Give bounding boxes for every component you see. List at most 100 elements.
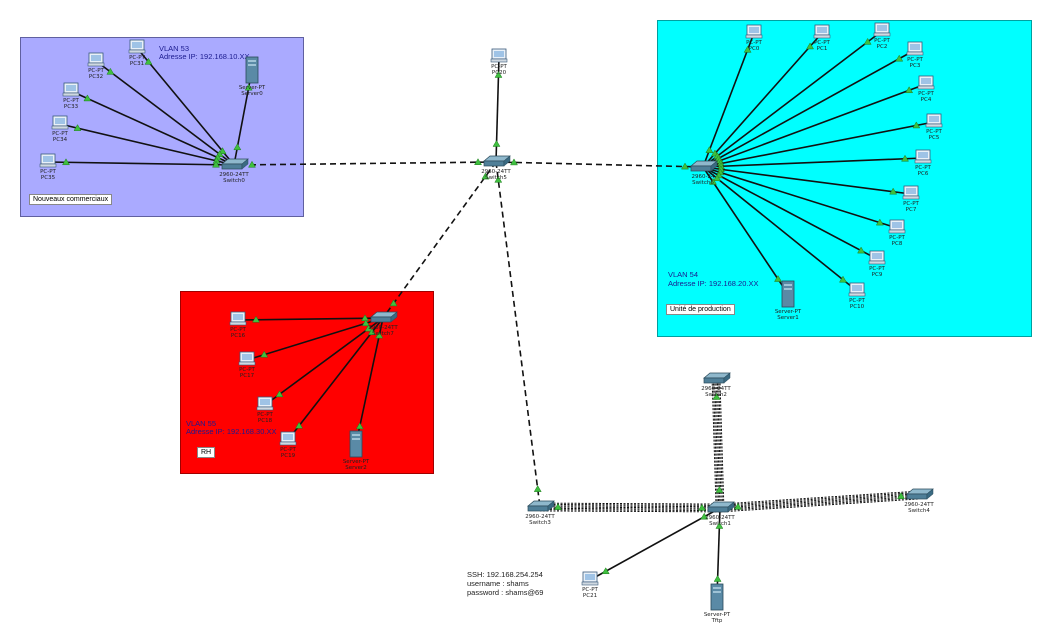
link-status-light (368, 328, 376, 335)
link-switch7-pc16[interactable] (237, 314, 384, 323)
link-switch1-switch4[interactable] (719, 490, 920, 513)
link-switch6-pc7[interactable] (702, 165, 912, 195)
device-model-label: PC-PT (889, 235, 905, 241)
zone-production[interactable]: VLAN 54 Adresse IP: 192.168.20.XX Unité … (657, 20, 1032, 337)
device-name-label: PC18 (258, 418, 273, 424)
link-status-light (494, 70, 503, 78)
link-switch1-pc21[interactable] (589, 507, 721, 581)
link-switch0-pc33[interactable] (70, 90, 235, 166)
link-switch0-pc35[interactable] (47, 158, 235, 168)
link-status-light (260, 350, 269, 358)
link-switch6-pc0[interactable] (702, 32, 755, 168)
device-model-label: Server-PT (239, 85, 266, 91)
link-switch6-pc3[interactable] (702, 49, 916, 168)
link-switch1-switch2[interactable] (711, 378, 725, 509)
switch-icon (690, 160, 718, 172)
pc-icon (51, 115, 69, 130)
link-switch1-switch3[interactable] (539, 502, 721, 513)
device-name-label: PC3 (910, 63, 921, 69)
ssh-address: SSH: 192.168.254.254 (467, 570, 543, 579)
link-switch5-switch6[interactable] (495, 158, 704, 170)
device-name-label: Server0 (241, 91, 263, 97)
device-model-label: PC-PT (915, 165, 931, 171)
link-switch0-server0[interactable] (233, 69, 253, 166)
link-switch6-pc10[interactable] (702, 166, 858, 292)
device-model-label: PC-PT (582, 587, 598, 593)
link-switch0-pc31[interactable] (136, 47, 235, 166)
device-model-label: PC-PT (814, 40, 830, 46)
device-model-label: Server-PT (704, 612, 731, 618)
pc-icon (914, 149, 932, 164)
switch-icon (707, 501, 735, 513)
link-status-light (863, 37, 872, 45)
zone-commercial-vlan: VLAN 53 (159, 44, 190, 53)
switch-icon (906, 488, 934, 500)
device-name-label: PC7 (906, 207, 917, 213)
link-switch1-tftp[interactable] (713, 507, 724, 598)
device-model-label: PC-PT (903, 201, 919, 207)
link-switch6-pc2[interactable] (702, 30, 883, 168)
link-switch5-pc20[interactable] (492, 56, 503, 163)
link-switch6-pc4[interactable] (702, 83, 927, 168)
pc-icon (888, 219, 906, 234)
link-switch6-server1[interactable] (702, 166, 789, 295)
link-switch7-pc17[interactable] (246, 317, 384, 361)
device-name-label: PC33 (64, 104, 79, 110)
device-name-label: PC17 (240, 373, 255, 379)
pc-icon (848, 282, 866, 297)
link-status-light (295, 421, 303, 429)
link-switch5-switch7[interactable] (382, 161, 497, 319)
link-switch5-switch0[interactable] (233, 158, 497, 168)
link-status-light (212, 160, 220, 168)
link-switch7-pc19[interactable] (287, 317, 384, 441)
device-model-label: PC-PT (918, 91, 934, 97)
pc-icon (745, 24, 763, 39)
device-name-label: PC5 (929, 135, 940, 141)
link-switch6-pc6[interactable] (702, 154, 924, 170)
device-model-label: 2960-24TT (904, 502, 934, 508)
ssh-password: password : shams@69 (467, 588, 544, 597)
link-switch5-switch3[interactable] (494, 161, 542, 508)
link-switch6-pc5[interactable] (702, 121, 935, 168)
link-switch7-pc18[interactable] (264, 317, 384, 406)
link-status-light (601, 567, 610, 575)
link-switch0-pc34[interactable] (59, 123, 235, 166)
link-switch7-server2[interactable] (355, 317, 384, 445)
link-status-light (73, 124, 82, 131)
